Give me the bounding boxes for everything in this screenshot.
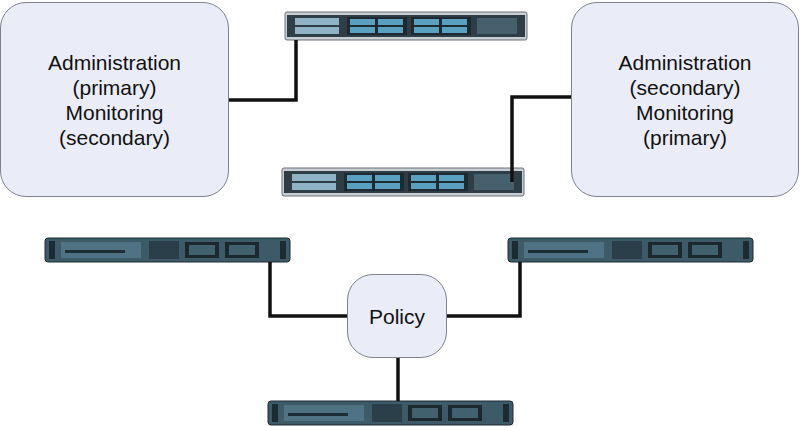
- node-label: Policy: [369, 304, 425, 329]
- role-box: Administration (secondary) Monitoring (p…: [571, 2, 799, 197]
- node-label: Administration (secondary) Monitoring (p…: [600, 50, 770, 150]
- policy-box: Policy: [347, 274, 447, 358]
- node-label: Administration (primary) Monitoring (sec…: [30, 50, 200, 150]
- role-box: Administration (primary) Monitoring (sec…: [0, 2, 229, 197]
- network-wire: [228, 40, 572, 401]
